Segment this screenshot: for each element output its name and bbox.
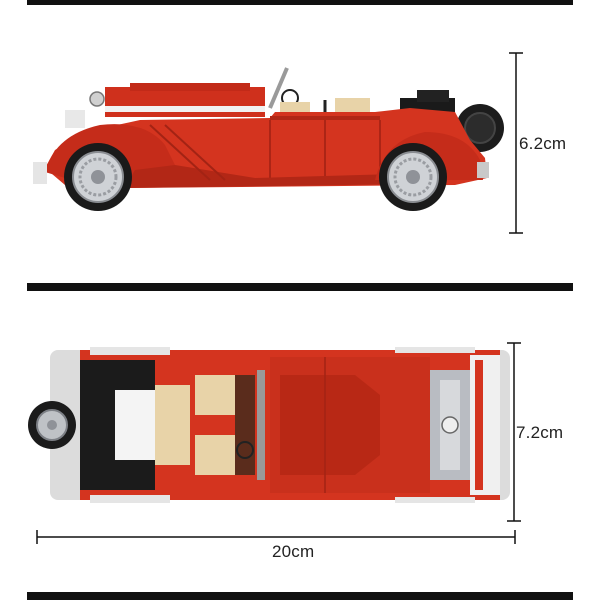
height-label: 6.2cm	[519, 134, 567, 153]
car-top-view	[25, 335, 510, 515]
rear-wheel	[379, 143, 447, 211]
height-dimension-line	[508, 52, 524, 234]
length-dimension-line	[36, 529, 516, 545]
front-wheel	[64, 143, 132, 211]
width-label: 7.2cm	[516, 423, 564, 442]
length-label: 20cm	[272, 542, 315, 561]
car-side-view	[25, 50, 515, 225]
width-dimension-line	[506, 342, 522, 522]
spare-wheel-top	[28, 401, 76, 449]
bottom-divider	[27, 592, 573, 600]
top-divider	[27, 0, 573, 5]
middle-divider	[27, 283, 573, 291]
